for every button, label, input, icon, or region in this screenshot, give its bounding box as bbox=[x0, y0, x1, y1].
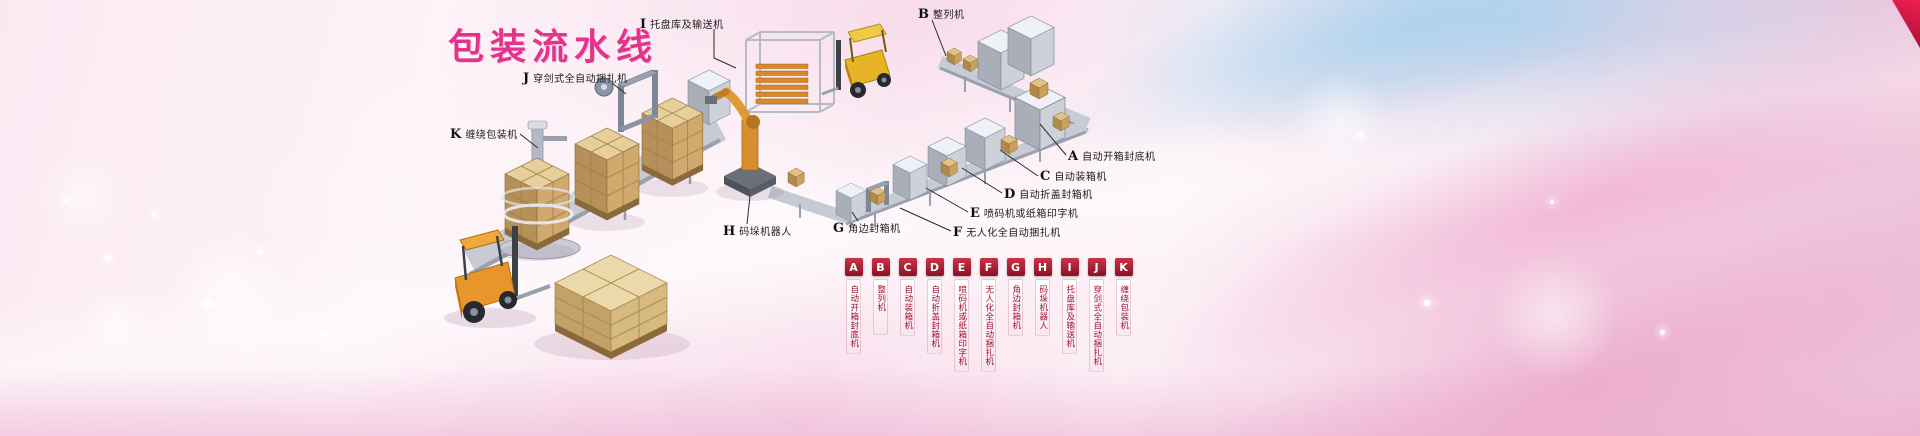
legend-item-c: C 自动装箱机 bbox=[898, 258, 917, 372]
legend-item-j: J 穿剑式全自动捆扎机 bbox=[1087, 258, 1106, 372]
callout-h: H 码垛机器人 bbox=[723, 225, 792, 238]
callout-name: 码垛机器人 bbox=[739, 227, 792, 238]
callout-letter: J bbox=[523, 71, 530, 86]
legend-item-h: H 码垛机器人 bbox=[1033, 258, 1052, 372]
callout-name: 穿剑式全自动捆扎机 bbox=[533, 74, 628, 85]
machine-carton-printer bbox=[892, 155, 928, 201]
legend-item-name: 自动装箱机 bbox=[900, 279, 915, 336]
legend-item-name: 码垛机器人 bbox=[1035, 279, 1050, 336]
legend-item-name: 缠绕包装机 bbox=[1116, 279, 1131, 336]
callout-c: C 自动装箱机 bbox=[1040, 170, 1107, 183]
callout-name: 无人化全自动捆扎机 bbox=[966, 228, 1061, 239]
legend-item-name: 穿剑式全自动捆扎机 bbox=[1089, 279, 1104, 372]
callout-e: E 喷码机或纸箱印字机 bbox=[970, 207, 1078, 220]
callout-a: A 自动开箱封底机 bbox=[1068, 150, 1156, 163]
page-title: 包装流水线 bbox=[448, 27, 659, 68]
callout-d: D 自动折盖封箱机 bbox=[1004, 188, 1093, 201]
forklift-top bbox=[821, 23, 891, 98]
legend-letter-tile: H bbox=[1033, 258, 1052, 276]
callout-letter: D bbox=[1004, 187, 1016, 202]
callout-i: I 托盘库及输送机 bbox=[640, 18, 724, 31]
legend-letter-tile: F bbox=[979, 258, 998, 276]
callout-k: K 缠绕包装机 bbox=[450, 128, 518, 141]
legend-letter-tile: A bbox=[844, 258, 863, 276]
pallet-magazine bbox=[745, 31, 835, 113]
legend-item-name: 托盘库及输送机 bbox=[1062, 279, 1077, 354]
callout-name: 角边封箱机 bbox=[848, 224, 901, 235]
legend-letter-tile: E bbox=[952, 258, 971, 276]
legend-item-name: 角边封箱机 bbox=[1008, 279, 1023, 336]
legend-item-name: 喷码机或纸箱印字机 bbox=[954, 279, 969, 372]
legend-item-a: A 自动开箱封底机 bbox=[844, 258, 863, 372]
callout-letter: F bbox=[953, 225, 963, 240]
callout-f: F 无人化全自动捆扎机 bbox=[953, 226, 1061, 239]
callout-g: G 角边封箱机 bbox=[833, 222, 901, 235]
callout-letter: C bbox=[1040, 169, 1051, 184]
callout-letter: B bbox=[918, 7, 929, 22]
legend-letter-tile: C bbox=[898, 258, 917, 276]
callout-name: 整列机 bbox=[933, 10, 965, 21]
callout-letter: H bbox=[723, 224, 736, 239]
pallet-load bbox=[636, 97, 708, 197]
callout-letter: K bbox=[450, 127, 462, 142]
callout-b: B 整列机 bbox=[918, 8, 965, 21]
callout-letter: G bbox=[833, 221, 845, 236]
callout-j: J 穿剑式全自动捆扎机 bbox=[523, 72, 628, 85]
legend-item-k: K 缠绕包装机 bbox=[1114, 258, 1133, 372]
legend-item-name: 整列机 bbox=[873, 279, 888, 335]
legend-item-name: 自动折盖封箱机 bbox=[927, 279, 942, 354]
callout-letter: I bbox=[640, 17, 647, 32]
machine-corner-sealer bbox=[835, 182, 867, 223]
legend-letter-tile: B bbox=[871, 258, 890, 276]
legend-item-e: E 喷码机或纸箱印字机 bbox=[952, 258, 971, 372]
legend-item-name: 自动开箱封底机 bbox=[846, 279, 861, 354]
callout-name: 自动折盖封箱机 bbox=[1019, 190, 1093, 201]
legend-item-name: 无人化全自动捆扎机 bbox=[981, 279, 996, 372]
legend-letter-tile: K bbox=[1114, 258, 1133, 276]
callout-letter: A bbox=[1068, 149, 1079, 164]
callout-name: 托盘库及输送机 bbox=[650, 20, 724, 31]
legend-letter-tile: J bbox=[1087, 258, 1106, 276]
legend-item-f: F 无人化全自动捆扎机 bbox=[979, 258, 998, 372]
callout-name: 缠绕包装机 bbox=[465, 130, 518, 141]
callout-name: 自动装箱机 bbox=[1054, 172, 1107, 183]
legend-item-d: D 自动折盖封箱机 bbox=[925, 258, 944, 372]
legend-item-i: I 托盘库及输送机 bbox=[1060, 258, 1079, 372]
callout-name: 自动开箱封底机 bbox=[1082, 152, 1156, 163]
legend-item-g: G 角边封箱机 bbox=[1006, 258, 1025, 372]
callout-letter: E bbox=[970, 206, 980, 221]
machine-legend: A 自动开箱封底机 B 整列机 C 自动装箱机 D 自动折盖封箱机 E 喷码机或… bbox=[844, 258, 1133, 372]
legend-letter-tile: I bbox=[1060, 258, 1079, 276]
machine-case-packer bbox=[964, 117, 1006, 171]
legend-letter-tile: G bbox=[1006, 258, 1025, 276]
callout-name: 喷码机或纸箱印字机 bbox=[983, 209, 1079, 220]
legend-item-b: B 整列机 bbox=[871, 258, 890, 372]
pallet-stack-floor bbox=[534, 254, 690, 360]
legend-letter-tile: D bbox=[925, 258, 944, 276]
